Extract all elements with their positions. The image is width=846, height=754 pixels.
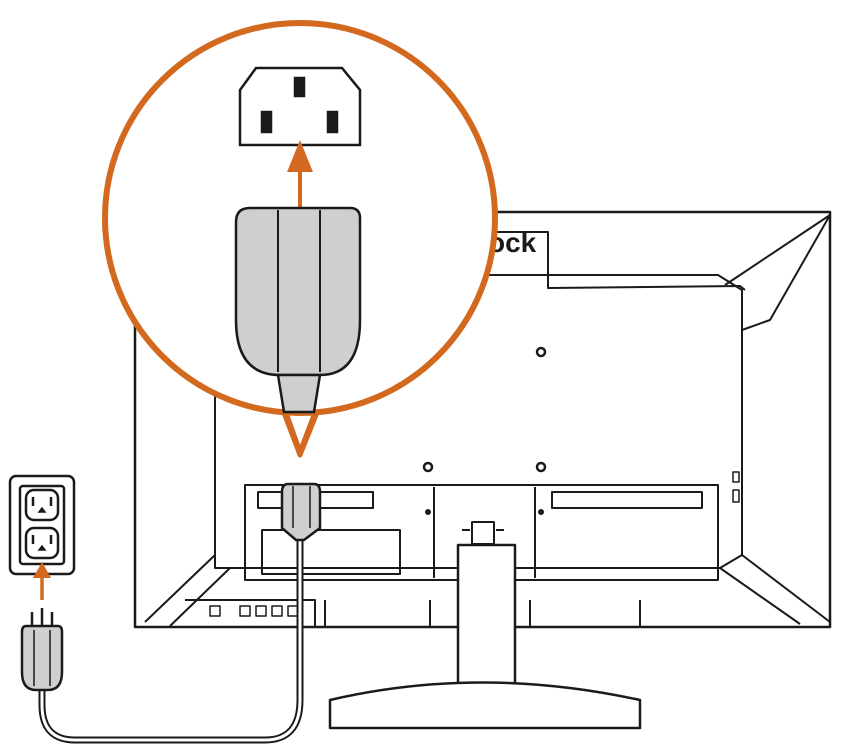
- c14-socket-icon: [238, 66, 362, 147]
- c13-plug-inserted: [280, 482, 322, 542]
- bottom-port-strip: [185, 599, 316, 627]
- mains-plug-icon: [20, 608, 64, 692]
- stand-latch: [471, 521, 495, 545]
- port: [271, 605, 283, 617]
- monitor-top-panel: [480, 231, 746, 291]
- c13-plug-enlarged: [234, 206, 362, 414]
- monitor-right-wedge: [724, 214, 831, 331]
- port: [209, 605, 221, 617]
- vesa-screw: [535, 346, 547, 358]
- port: [239, 605, 251, 617]
- monitor-right-lower-wedge: [719, 554, 831, 625]
- monitor-left-lower-wedge: [144, 554, 231, 627]
- arrow-up-icon: [287, 140, 313, 210]
- port: [255, 605, 267, 617]
- side-button: [732, 489, 740, 503]
- connection-bay: [244, 484, 719, 581]
- vesa-screw: [422, 461, 434, 473]
- stand-neck: [456, 543, 517, 687]
- vent-slot: [551, 491, 703, 509]
- bay-divider: [433, 487, 536, 578]
- wall-outlet-icon: [8, 474, 76, 576]
- side-button: [732, 471, 740, 483]
- stand-base: [328, 681, 642, 730]
- arrow-up-icon: [33, 562, 51, 600]
- power-cable: [38, 540, 304, 744]
- vesa-screw: [535, 461, 547, 473]
- label-plate: [261, 529, 401, 575]
